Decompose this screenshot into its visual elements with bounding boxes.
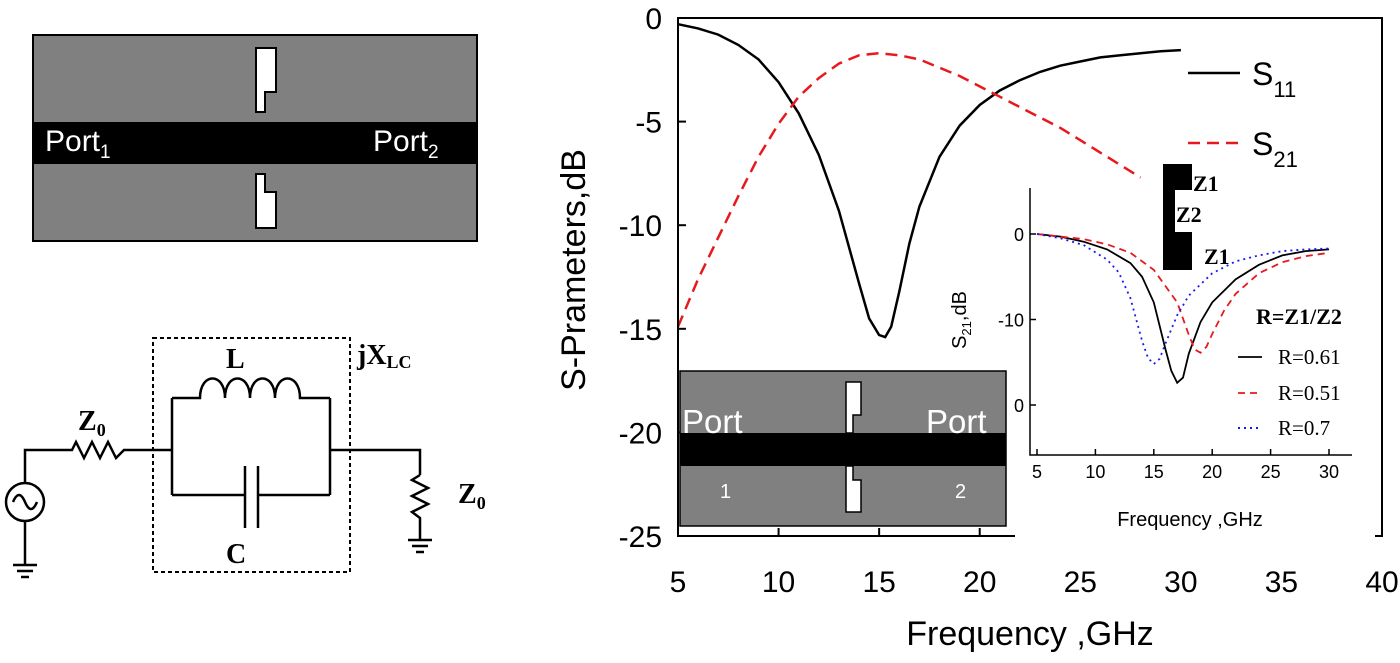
inset-x-tick-label: 20 xyxy=(1202,462,1222,482)
capacitor-symbol xyxy=(172,466,330,528)
inset-y-tick-label: -10 xyxy=(998,311,1024,331)
x-tick-label: 5 xyxy=(670,566,687,599)
main-plot-area xyxy=(676,22,1181,339)
inset-resonator-slot xyxy=(845,381,862,513)
inset-x-tick-label: 30 xyxy=(1319,462,1339,482)
inset-layout: Port Port 1 2 xyxy=(679,370,1007,527)
inset-legend-r051-label: R=0.51 xyxy=(1278,381,1341,405)
capacitor-label: C xyxy=(226,539,246,570)
microstrip-line xyxy=(33,122,477,164)
y-tick-label: 0 xyxy=(645,3,662,36)
inset-microstrip-line xyxy=(680,433,1006,466)
y-tick-label: -5 xyxy=(635,107,662,140)
z0-left-resistor xyxy=(23,439,172,483)
z0-right-label: Z0 xyxy=(458,479,486,513)
y-tick-label: -10 xyxy=(619,210,662,243)
z0-right-resistor xyxy=(409,473,431,540)
inset-chart: 5 10 15 20 25 30 0 -10 0 Frequency ,GHz S21,dB Z… xyxy=(949,164,1375,540)
inset-series-line-R-051 xyxy=(1036,233,1330,354)
x-tick-label: 25 xyxy=(1064,566,1097,599)
x-tick-label: 10 xyxy=(762,566,795,599)
inductor-label: L xyxy=(226,344,245,375)
inset-y-tick-label: 0 xyxy=(1014,225,1024,245)
series-line-s11 xyxy=(677,22,1181,339)
inset-x-tick-label: 15 xyxy=(1144,462,1164,482)
port1-label: Port1 xyxy=(45,125,111,163)
inset-axes xyxy=(1029,188,1352,456)
inset-y-tick-label: 0 xyxy=(1014,396,1024,416)
inset-port1-number: 1 xyxy=(720,481,731,503)
main-y-axis-title: S-Prameters,dB xyxy=(555,149,593,391)
main-x-axis-title: Frequency ,GHz xyxy=(906,615,1154,653)
inset-legend-r07-label: R=0.7 xyxy=(1278,416,1330,440)
inset-port1-label: Port xyxy=(682,403,743,440)
inset-series-line-R-061 xyxy=(1036,233,1330,385)
inset-x-tick-label: 5 xyxy=(1032,462,1042,482)
inset-legend-r061-label: R=0.61 xyxy=(1278,345,1341,369)
lc-dashed-box xyxy=(152,337,351,573)
inductor-coil xyxy=(172,377,330,400)
reactance-label: jXLC xyxy=(356,340,412,372)
inset-series-line-R-07 xyxy=(1036,233,1330,366)
y-tick-label: -15 xyxy=(619,314,662,347)
x-tick-label: 15 xyxy=(862,566,895,599)
legend-s11-label: S11 xyxy=(1252,56,1296,102)
x-tick-label: 40 xyxy=(1365,566,1398,599)
x-tick-label: 20 xyxy=(963,566,996,599)
inset-chart-background xyxy=(1015,184,1375,540)
resonator-slot xyxy=(255,47,277,229)
legend-s21-label: S21 xyxy=(1252,126,1298,172)
inset-x-tick-label: 25 xyxy=(1261,462,1281,482)
x-tick-label: 30 xyxy=(1164,566,1197,599)
inset-x-axis-title: Frequency ,GHz xyxy=(1117,509,1263,531)
inset-port2-label: Port xyxy=(926,403,987,440)
ac-source-wave xyxy=(11,493,39,511)
circuit-labels: Z0 L C jXLC Z0 xyxy=(78,340,486,570)
load-ground-icon xyxy=(408,538,432,554)
inset-port2-number: 2 xyxy=(955,481,966,503)
load-wire xyxy=(330,448,422,475)
equivalent-circuit xyxy=(4,337,432,579)
structure-z1-top: Z1 xyxy=(1193,171,1219,196)
inset-x-tick-label: 10 xyxy=(1085,462,1105,482)
port2-label: Port2 xyxy=(373,125,439,163)
z0-left-label: Z0 xyxy=(78,406,106,440)
series-line-s21 xyxy=(676,51,1142,328)
microstrip-layout: Port1 Port2 xyxy=(32,34,478,242)
inset-legend-title: R=Z1/Z2 xyxy=(1256,304,1342,329)
main-legend: S11 S21 xyxy=(1188,56,1298,172)
stepped-impedance-icon xyxy=(1163,164,1192,270)
y-tick-label: -25 xyxy=(619,521,662,554)
structure-z2: Z2 xyxy=(1176,202,1202,227)
x-tick-label: 35 xyxy=(1265,566,1298,599)
y-tick-label: -20 xyxy=(619,417,662,450)
inset-y-axis-title: S21,dB xyxy=(949,291,974,349)
source-ground-icon xyxy=(13,563,37,579)
structure-z1-bottom: Z1 xyxy=(1204,244,1230,269)
